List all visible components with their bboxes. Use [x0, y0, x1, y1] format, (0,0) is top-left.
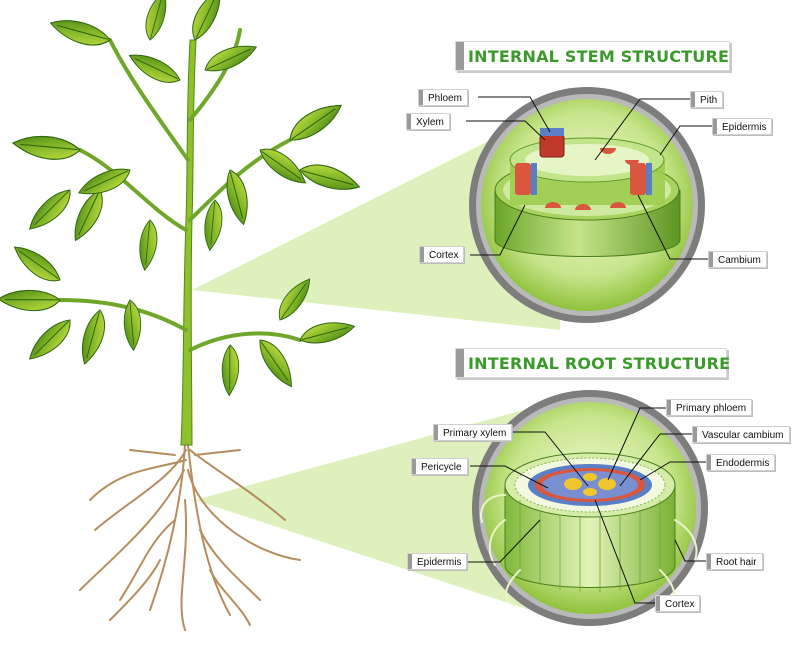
label-stem-cambium: Cambium: [708, 251, 767, 268]
label-stem-epidermis: Epidermis: [712, 118, 773, 135]
stem-cross-section: [494, 128, 681, 257]
label-stem-phloem: Phloem: [418, 89, 468, 106]
label-root-root-hair: Root hair: [706, 553, 763, 570]
label-root-cortex: Cortex: [655, 595, 701, 612]
stem-section-title: INTERNAL STEM STRUCTURE: [468, 46, 730, 66]
label-root-endodermis: Endodermis: [706, 454, 776, 471]
label-root-vascular-cambium: Vascular cambium: [692, 426, 790, 443]
root-magnifier: [466, 390, 708, 626]
label-root-epidermis: Epidermis: [407, 553, 468, 570]
root-cross-section: [480, 452, 698, 606]
label-stem-cortex: Cortex: [419, 246, 465, 263]
stem-section-title-box: INTERNAL STEM STRUCTURE: [455, 41, 730, 71]
stem-magnifier: [466, 87, 712, 323]
root-magnifier-beam: [195, 400, 560, 620]
root-section-title-box: INTERNAL ROOT STRUCTURE: [455, 348, 731, 378]
label-stem-xylem: Xylem: [406, 113, 450, 130]
label-root-pericycle: Pericycle: [411, 458, 468, 475]
label-root-primary-phloem: Primary phloem: [666, 399, 753, 416]
plant-leaves: [0, 0, 363, 397]
root-section-title: INTERNAL ROOT STRUCTURE: [468, 353, 731, 373]
stem-pointer-lines: [466, 96, 712, 260]
stem-magnifier-beam: [192, 105, 560, 330]
label-stem-pith: Pith: [690, 91, 724, 108]
plant-stem: [180, 39, 197, 446]
root-pointer-lines: [466, 407, 706, 604]
plant-roots: [79, 444, 301, 631]
label-root-primary-xylem: Primary xylem: [433, 424, 513, 441]
